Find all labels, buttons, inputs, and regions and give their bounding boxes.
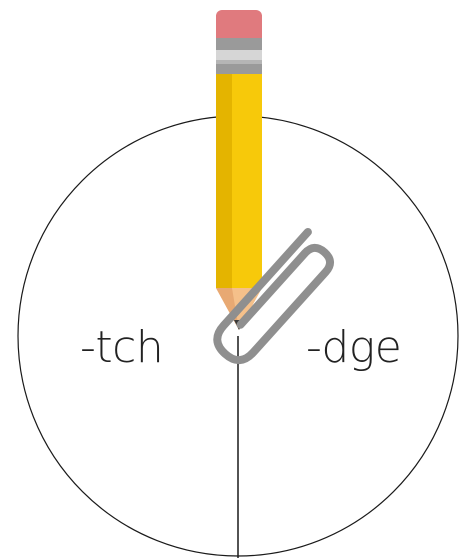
pencil-icon[interactable]: [216, 10, 262, 330]
spinner-section-label-right: -dge: [306, 318, 401, 378]
spinner-section-label-left: -tch: [80, 318, 163, 378]
